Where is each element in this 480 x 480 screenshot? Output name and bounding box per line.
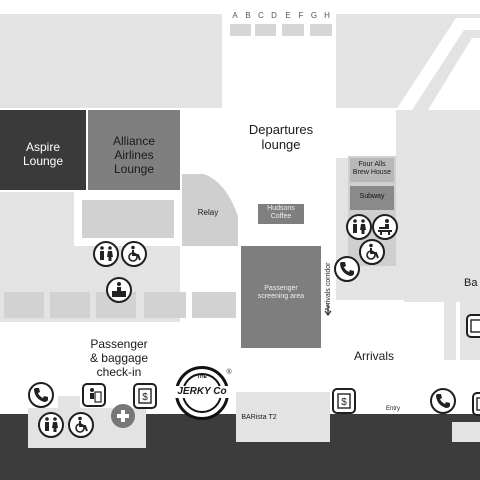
right-lower-block xyxy=(404,262,480,302)
gate-d[interactable]: D xyxy=(271,11,277,20)
screening-area-label: Passenger screening area xyxy=(257,285,305,301)
relay-label: Relay xyxy=(197,208,219,217)
toilets-icon[interactable] xyxy=(346,214,372,240)
gate-c[interactable]: C xyxy=(258,11,264,20)
accessible-icon[interactable] xyxy=(359,239,385,265)
gate-pier-1 xyxy=(230,24,251,36)
gate-f[interactable]: F xyxy=(298,11,304,20)
aspire-lounge[interactable] xyxy=(0,110,86,190)
kiosk-5 xyxy=(192,292,236,318)
corner-block xyxy=(452,422,480,442)
screening-area[interactable] xyxy=(241,246,321,348)
gate-pier-3 xyxy=(282,24,304,36)
kiosk-1 xyxy=(4,292,44,318)
phone-icon[interactable] xyxy=(430,388,456,414)
gate-e[interactable]: E xyxy=(285,11,291,20)
right-pillar xyxy=(444,300,456,360)
phone-icon[interactable] xyxy=(28,382,54,408)
checkin-label: Passenger & baggage check-in xyxy=(89,337,149,379)
hudsons-coffee[interactable] xyxy=(258,204,304,224)
phone-icon[interactable] xyxy=(334,256,360,282)
subway-shop[interactable] xyxy=(350,186,394,210)
svg-text:$: $ xyxy=(341,397,347,408)
info-desk-icon[interactable] xyxy=(82,383,106,407)
subway-label: Subway xyxy=(359,193,385,200)
info-desk-icon[interactable] xyxy=(472,392,480,416)
departures-lounge-label: Departures lounge xyxy=(248,122,314,152)
alliance-lounge[interactable] xyxy=(88,110,180,190)
toilets-icon[interactable] xyxy=(38,412,64,438)
relay-shop[interactable] xyxy=(182,174,240,246)
baby-change-icon[interactable] xyxy=(372,214,398,240)
kiosk-2 xyxy=(50,292,90,318)
arrivals-strip xyxy=(332,404,480,414)
logo-top-text: THE xyxy=(197,374,207,380)
shop-block xyxy=(282,392,330,442)
logo-main-text: JERKY Co xyxy=(175,386,229,398)
atm-icon[interactable] xyxy=(466,314,480,338)
arrow-down-icon xyxy=(324,304,332,316)
kiosk-4 xyxy=(144,292,186,318)
aspire-lounge-label: Aspire Lounge xyxy=(22,140,64,168)
gate-area-right-diagonal xyxy=(396,18,480,110)
atm-icon[interactable]: $ xyxy=(133,383,157,409)
left-hall-room xyxy=(82,200,174,238)
four-alls-label: Four Alls Brew House xyxy=(352,161,392,177)
barista-label: BARista T2 xyxy=(241,414,277,421)
gate-h[interactable]: H xyxy=(324,11,330,20)
checkin-desk-top xyxy=(58,396,80,408)
gate-area xyxy=(0,14,222,108)
info-desk-icon[interactable] xyxy=(106,277,132,303)
accessible-icon[interactable] xyxy=(68,412,94,438)
gate-b[interactable]: B xyxy=(245,11,251,20)
arrivals-label: Arrivals xyxy=(353,349,394,363)
hudsons-coffee-label: Hudsons Coffee xyxy=(267,205,295,221)
toilets-icon[interactable] xyxy=(93,241,119,267)
atm-icon[interactable]: $ xyxy=(332,388,356,414)
barista-t2[interactable] xyxy=(236,392,282,442)
svg-text:$: $ xyxy=(142,392,148,403)
alliance-lounge-label: Alliance Airlines Lounge xyxy=(112,134,156,176)
right-hall-cutout xyxy=(336,110,396,158)
accessible-icon[interactable] xyxy=(121,241,147,267)
partial-label: Ba xyxy=(464,277,478,289)
registered-mark: ® xyxy=(226,369,232,376)
entry-label: Entry xyxy=(385,406,400,412)
departures-corridor-top xyxy=(226,0,332,110)
gate-pier-2 xyxy=(255,24,276,36)
gate-g[interactable]: G xyxy=(310,11,318,20)
jerky-co-logo[interactable]: THE JERKY Co xyxy=(175,366,229,420)
first-aid-icon[interactable] xyxy=(111,404,135,428)
gate-a[interactable]: A xyxy=(232,11,238,20)
gate-pier-4 xyxy=(310,24,332,36)
four-alls-brew-house[interactable] xyxy=(350,158,394,182)
